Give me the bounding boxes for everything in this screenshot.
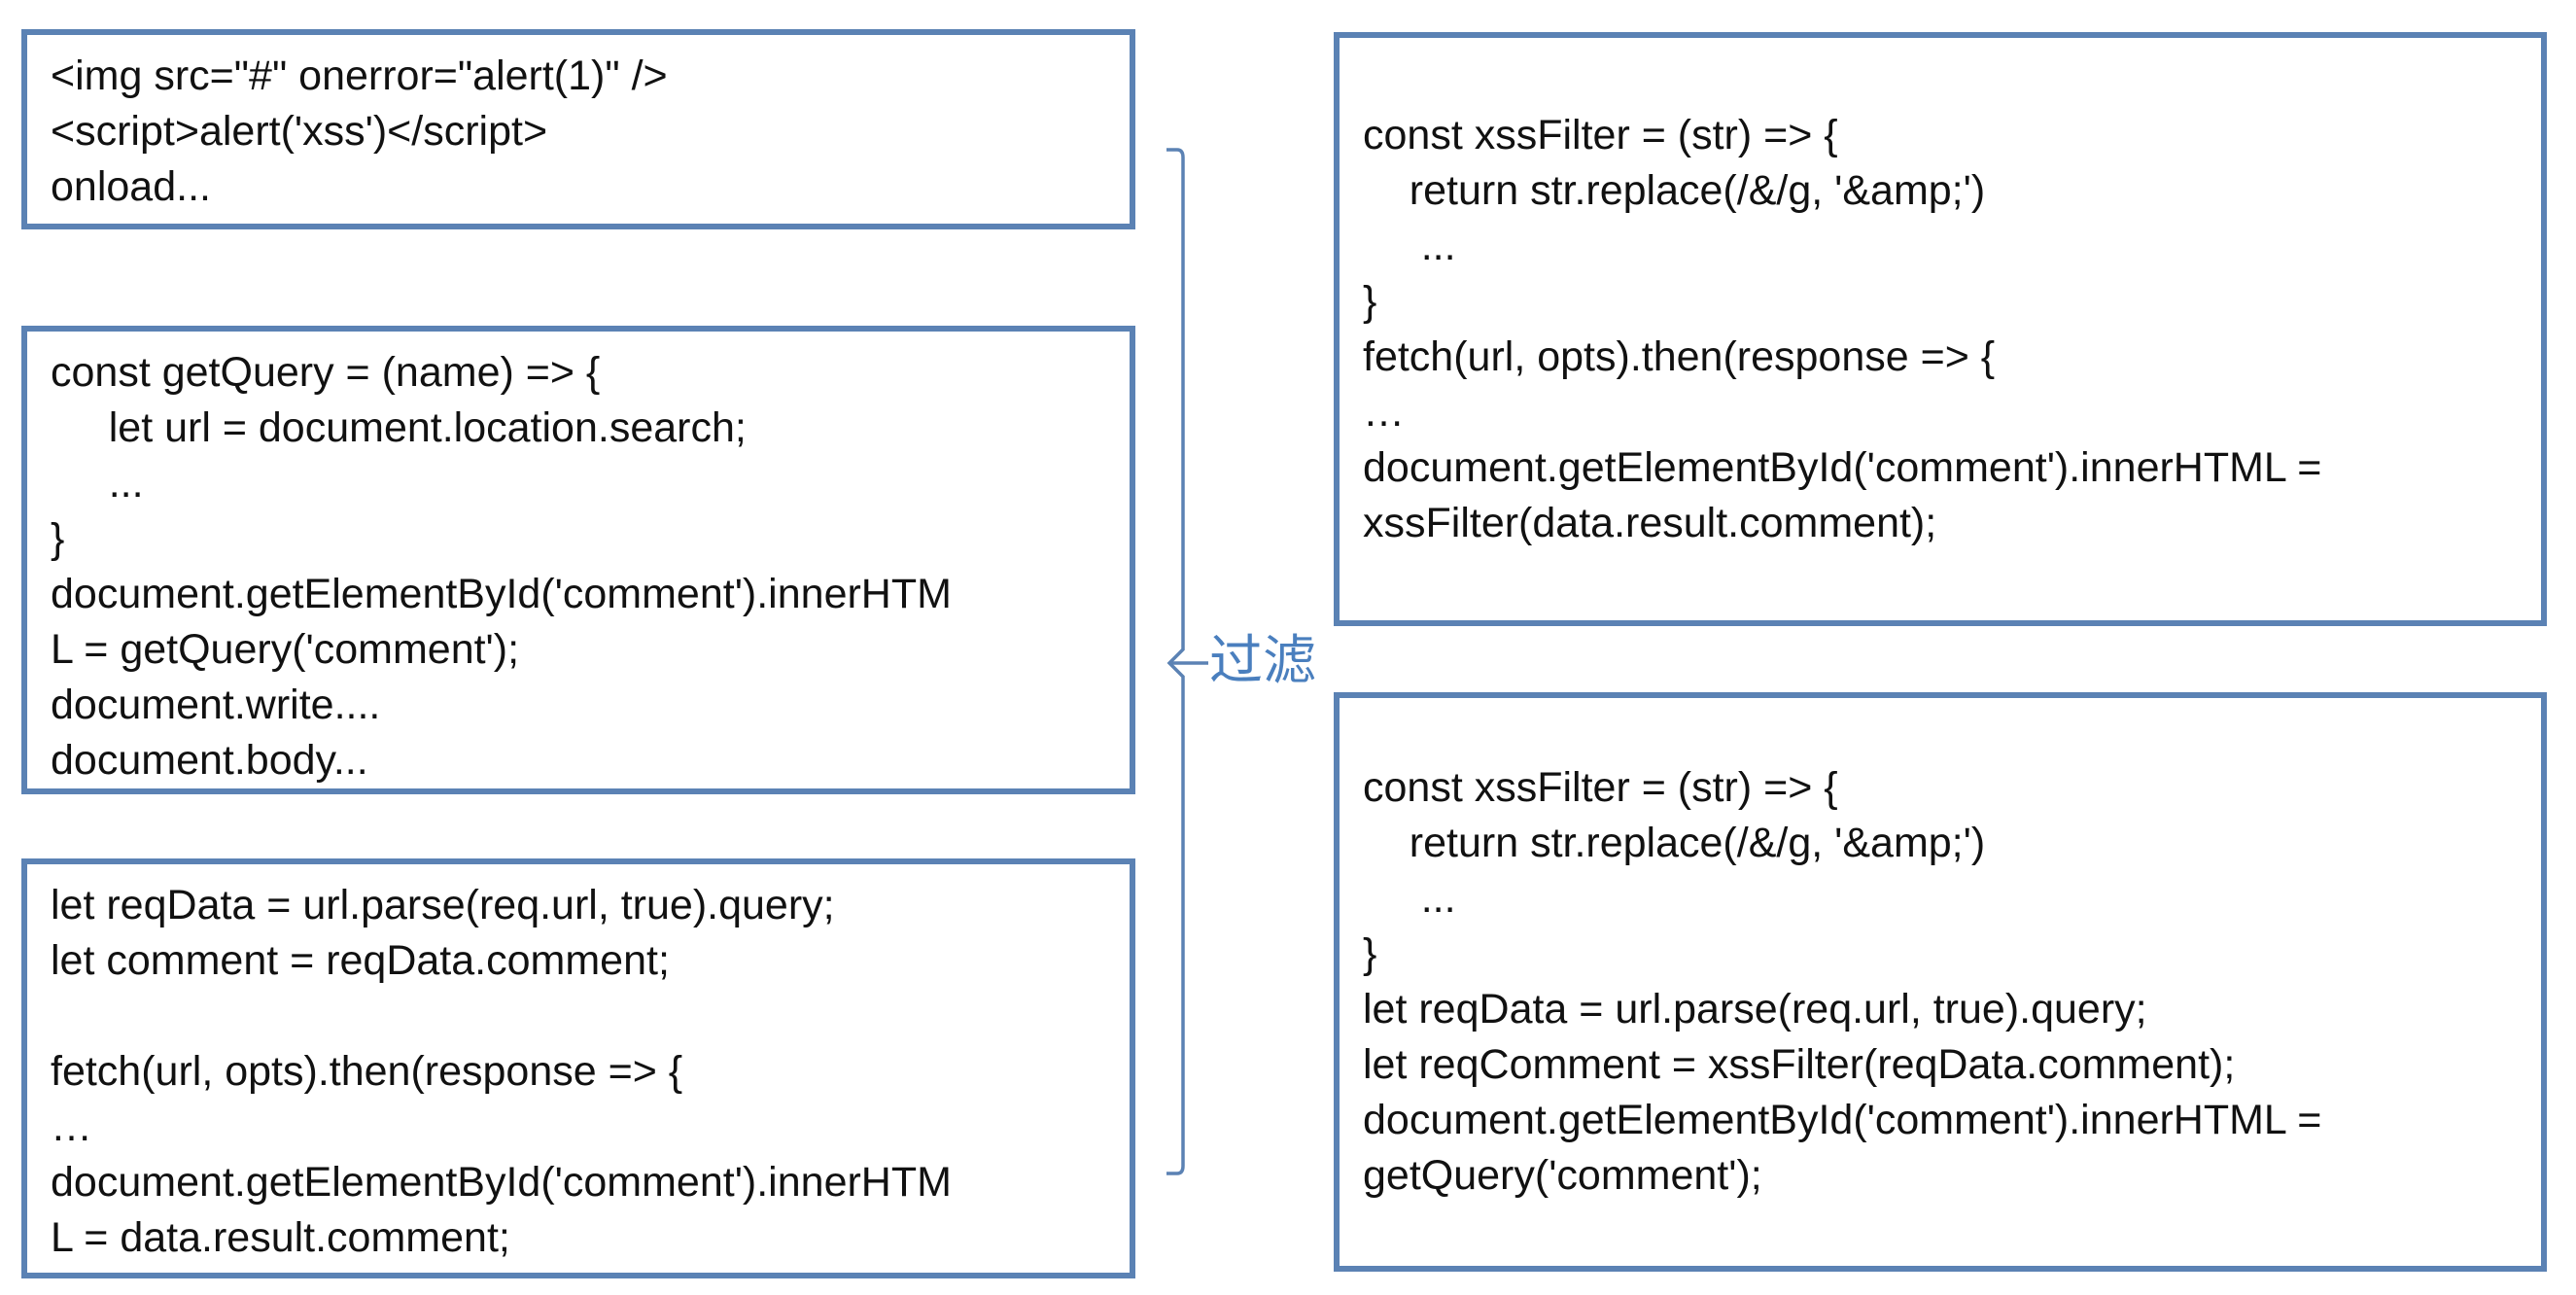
code-line: return str.replace(/&/g, '&amp;') <box>1363 166 1986 214</box>
request-xss-filtered-code-box: const xssFilter = (str) => { return str.… <box>1334 692 2547 1272</box>
request-xss-unfiltered-code-box: let reqData = url.parse(req.url, true).q… <box>21 858 1135 1278</box>
code-line: document.getElementById('comment').inner… <box>1363 1097 2322 1143</box>
code-line: document.getElementById('comment').inner… <box>1363 443 2322 491</box>
code-line: document.body... <box>51 737 368 784</box>
filter-label: 过滤 <box>1209 629 1317 691</box>
code-line: let reqData = url.parse(req.url, true).q… <box>1363 986 2147 1032</box>
code-line: ... <box>51 460 144 507</box>
fetch-xss-filtered-code-box: const xssFilter = (str) => { return str.… <box>1334 32 2547 626</box>
code-line: const xssFilter = (str) => { <box>1363 764 1838 811</box>
code-line: document.getElementById('comment').inner… <box>51 571 952 617</box>
code-line: const xssFilter = (str) => { <box>1363 111 1838 158</box>
code-line: ... <box>1363 222 1456 269</box>
code-line: document.getElementById('comment').inner… <box>51 1159 952 1206</box>
code-line: const getQuery = (name) => { <box>51 349 601 396</box>
code-line: … <box>1363 388 1405 436</box>
code-line: <img src="#" onerror="alert(1)" /> <box>51 52 668 99</box>
code-line: xssFilter(data.result.comment); <box>1363 499 1937 546</box>
filter-brace-icon <box>1166 148 1208 1175</box>
code-line: return str.replace(/&/g, '&amp;') <box>1363 820 1986 866</box>
dom-xss-unfiltered-code-box: const getQuery = (name) => { let url = d… <box>21 326 1135 794</box>
code-line: fetch(url, opts).then(response => { <box>1363 332 1996 380</box>
code-line: onload... <box>51 163 211 210</box>
code-line: … <box>51 1103 92 1150</box>
code-line: let reqData = url.parse(req.url, true).q… <box>51 882 835 928</box>
code-line: getQuery('comment'); <box>1363 1152 1762 1199</box>
code-line: L = getQuery('comment'); <box>51 626 520 673</box>
code-line: fetch(url, opts).then(response => { <box>51 1048 683 1095</box>
code-line: } <box>1363 277 1377 325</box>
code-line: L = data.result.comment; <box>51 1214 510 1261</box>
code-line: ... <box>1363 875 1456 922</box>
xss-payloads-box: <img src="#" onerror="alert(1)" /> <scrip… <box>21 29 1135 229</box>
code-line: let reqComment = xssFilter(reqData.comme… <box>1363 1041 2236 1088</box>
code-line: <script>alert('xss')</script> <box>51 108 548 155</box>
code-line: let comment = reqData.comment; <box>51 937 670 984</box>
code-line: let url = document.location.search; <box>51 404 747 451</box>
code-line: } <box>1363 930 1377 977</box>
code-line <box>51 989 1120 1044</box>
code-line: } <box>51 515 65 562</box>
code-line: document.write.... <box>51 682 381 728</box>
